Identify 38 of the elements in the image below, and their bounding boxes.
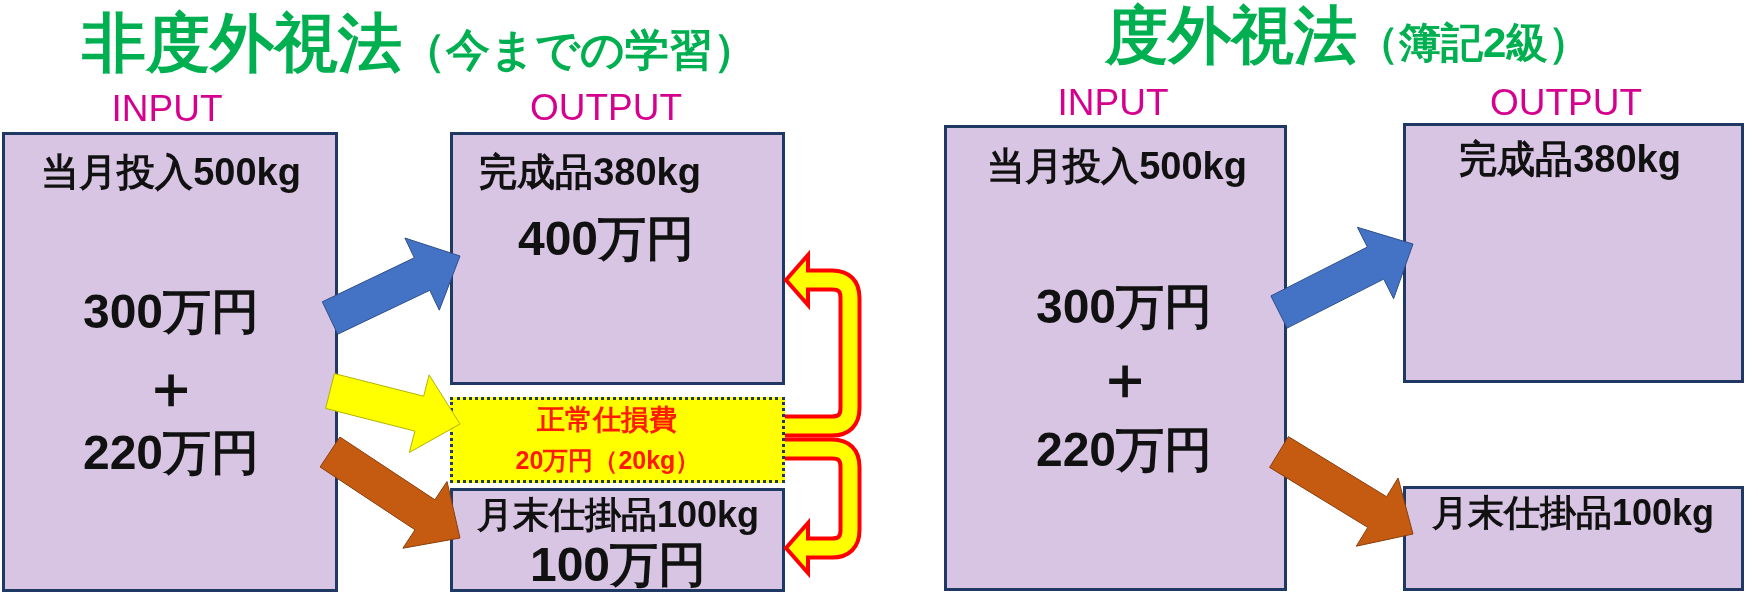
loss-label: 正常仕損費 — [537, 404, 677, 436]
input-box — [2, 132, 338, 592]
amount-label: 300万円 — [82, 285, 260, 339]
output-box — [1403, 123, 1744, 383]
quantity-label: 当月投入500kg — [41, 152, 301, 194]
amount-label: 220万円 — [1035, 423, 1213, 477]
block-arrow — [321, 237, 461, 335]
output-box — [450, 132, 785, 385]
heading: 非度外視法 — [82, 7, 402, 81]
output-box — [1403, 486, 1744, 591]
heading: 度外視法 — [1105, 0, 1357, 72]
loss-box — [450, 397, 785, 483]
block-arrow — [1270, 226, 1414, 329]
amount-label: 300万円 — [1035, 280, 1213, 334]
block-arrow — [325, 373, 461, 453]
quantity-label: 月末仕掛品100kg — [476, 495, 760, 535]
plus-sign: ＋ — [142, 355, 200, 419]
amount-label: 400万円 — [517, 212, 695, 266]
column-heading: OUTPUT — [1489, 82, 1643, 124]
quantity-label: 完成品380kg — [1459, 139, 1681, 181]
plus-sign: ＋ — [1096, 346, 1154, 410]
amount-label: 220万円 — [82, 426, 260, 480]
block-arrow — [1269, 436, 1414, 547]
column-heading: INPUT — [1057, 82, 1169, 124]
output-box — [450, 488, 785, 592]
quantity-label: 完成品380kg — [479, 152, 701, 194]
column-heading: OUTPUT — [529, 87, 683, 129]
block-arrow — [319, 436, 461, 549]
quantity-label: 当月投入500kg — [987, 146, 1247, 188]
amount-label: 100万円 — [529, 538, 707, 592]
heading-note: （簿記2級） — [1357, 19, 1591, 68]
loss-amount-label: 20万円（20kg） — [515, 447, 701, 475]
curved-arrow — [783, 437, 862, 579]
curved-arrow — [783, 249, 862, 438]
heading-note: （今までの学習） — [402, 25, 757, 76]
column-heading: INPUT — [111, 88, 223, 130]
input-box — [944, 125, 1287, 591]
quantity-label: 月末仕掛品100kg — [1431, 493, 1715, 533]
